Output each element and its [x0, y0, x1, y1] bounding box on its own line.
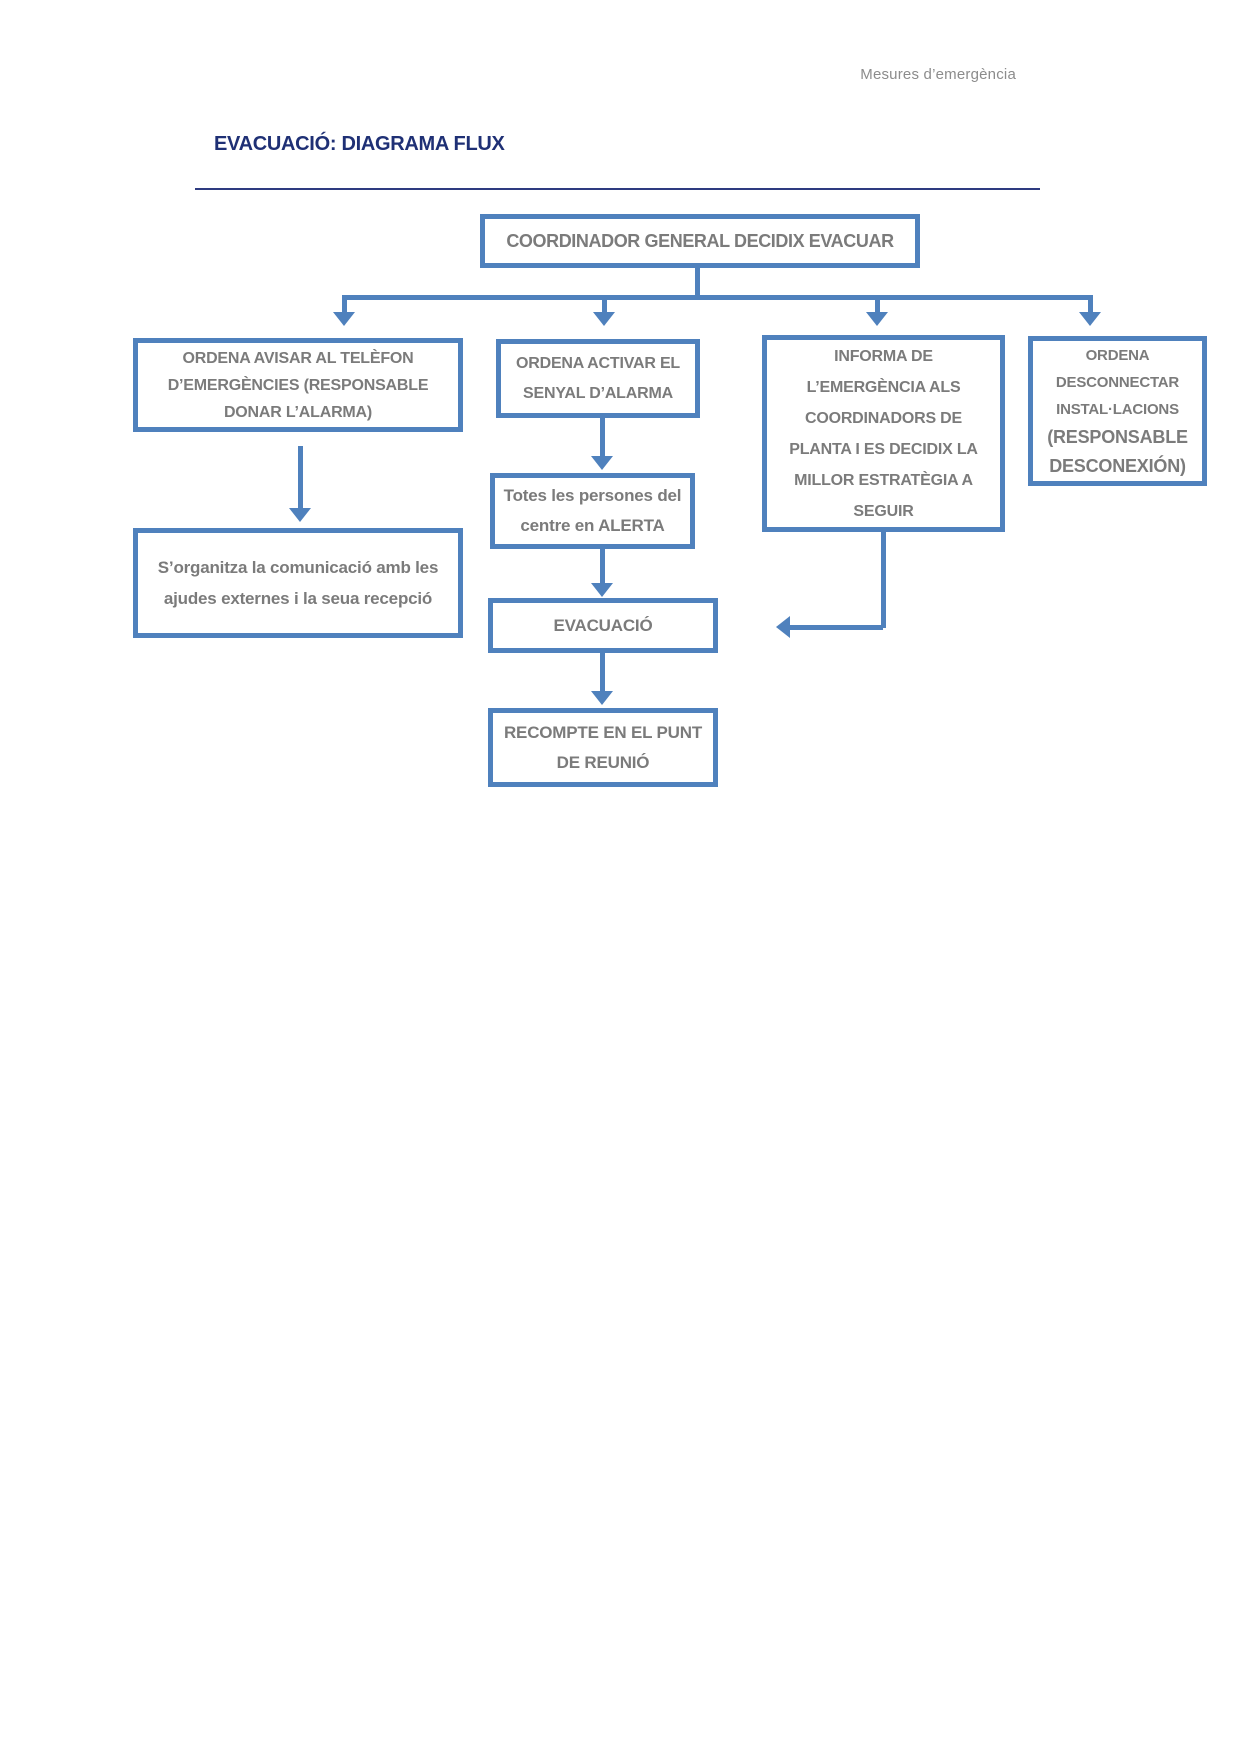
arrow-down-branch3-icon [866, 312, 888, 326]
arrow-down-branch2-icon [593, 312, 615, 326]
connector-evacuacio-recompte-line [600, 653, 605, 691]
flow-node-organitza-label: S’organitza la comunicació amb les ajude… [157, 558, 439, 608]
flow-node-recompte-label: RECOMPTE EN EL PUNT DE REUNIÓ [503, 722, 703, 772]
flow-node-evacuacio-label: EVACUACIÓ [553, 615, 653, 635]
arrow-down-recompte-icon [591, 691, 613, 705]
connector-alerta-evacuacio-line [600, 549, 605, 583]
connector-activar-alerta-line [600, 418, 605, 456]
arrow-down-alerta-icon [591, 456, 613, 470]
flow-node-informa: INFORMA DE L’EMERGÈNCIA ALS COORDINADORS… [762, 335, 1005, 532]
flow-node-alerta: Totes les persones del centre en ALERTA [490, 473, 695, 549]
flow-node-ordena-desconnectar: ORDENA DESCONNECTAR INSTAL·LACIONS (RESP… [1028, 336, 1207, 486]
connector-branch3-line [875, 300, 880, 313]
flow-node-ordena-avisar-label: ORDENA AVISAR AL TELÈFON D’EMERGÈNCIES (… [167, 349, 429, 421]
connector-informa-elbow-horizontal [790, 625, 883, 630]
flow-node-alerta-label: Totes les persones del centre en ALERTA [503, 486, 682, 535]
flow-node-evacuacio: EVACUACIÓ [488, 598, 718, 653]
flow-node-ordena-desconnectar-label-bottom: (RESPONSABLE DESCONEXIÓN) [1047, 426, 1188, 476]
flow-node-ordena-avisar: ORDENA AVISAR AL TELÈFON D’EMERGÈNCIES (… [133, 338, 463, 432]
connector-branch1-line [342, 300, 347, 313]
flow-node-organitza: S’organitza la comunicació amb les ajude… [133, 528, 463, 638]
arrow-down-organitza-icon [289, 508, 311, 522]
flow-node-root: COORDINADOR GENERAL DECIDIX EVACUAR [480, 214, 920, 268]
flow-node-recompte: RECOMPTE EN EL PUNT DE REUNIÓ [488, 708, 718, 787]
title-divider-line [195, 188, 1040, 190]
arrow-left-evacuacio-icon [776, 616, 790, 638]
connector-branch2-line [602, 300, 607, 313]
flow-node-ordena-desconnectar-label-top: ORDENA DESCONNECTAR INSTAL·LACIONS [1055, 346, 1180, 418]
flow-node-informa-label: INFORMA DE L’EMERGÈNCIA ALS COORDINADORS… [789, 347, 978, 520]
connector-root-stub [695, 268, 700, 297]
flow-node-ordena-activar: ORDENA ACTIVAR EL SENYAL D’ALARMA [496, 339, 700, 418]
flow-node-root-label: COORDINADOR GENERAL DECIDIX EVACUAR [506, 230, 894, 251]
connector-avisar-organitza-line [298, 446, 303, 508]
connector-informa-elbow-vertical [881, 532, 886, 628]
arrow-down-evacuacio-icon [591, 583, 613, 597]
connector-distribution-line [342, 295, 1093, 300]
connector-branch4-line [1088, 300, 1093, 313]
arrow-down-branch1-icon [333, 312, 355, 326]
arrow-down-branch4-icon [1079, 312, 1101, 326]
page-header-text: Mesures d’emergència [860, 66, 1016, 83]
page-title: EVACUACIÓ: DIAGRAMA FLUX [214, 133, 505, 155]
flow-node-ordena-activar-label: ORDENA ACTIVAR EL SENYAL D’ALARMA [515, 354, 680, 402]
